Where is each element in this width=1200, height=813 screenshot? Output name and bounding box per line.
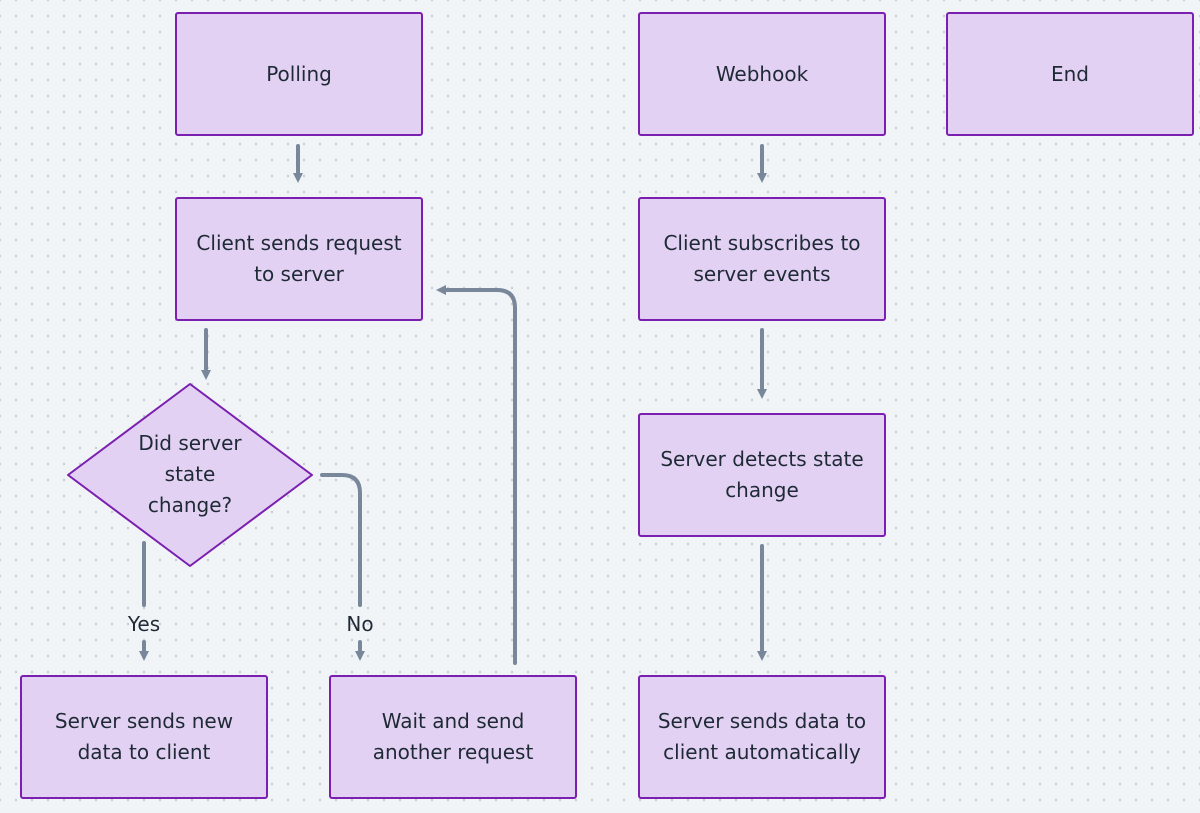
decision-diamond-label: Did server state change? <box>138 431 242 517</box>
node-server-sends-automatically[interactable]: Server sends data to client automaticall… <box>638 675 886 799</box>
node-end-label: End <box>1050 61 1089 86</box>
arrow-wait-loop-back <box>436 285 517 665</box>
node-server-sends-automatically-label: Server sends data to client automaticall… <box>657 709 867 764</box>
node-client-subscribes[interactable]: Client subscribes to server events <box>638 197 886 321</box>
node-end[interactable]: End <box>946 12 1194 136</box>
node-client-sends-request-label: Client sends request to server <box>196 231 402 286</box>
node-wait-and-send[interactable]: Wait and send another request <box>329 675 577 799</box>
node-server-detects-change[interactable]: Server detects state change <box>638 413 886 537</box>
node-wait-and-send-label: Wait and send another request <box>372 709 534 764</box>
node-webhook-label: Webhook <box>715 61 809 86</box>
arrow-decision-no <box>320 473 362 607</box>
node-webhook[interactable]: Webhook <box>638 12 886 136</box>
node-server-detects-change-label: Server detects state change <box>660 447 864 502</box>
edge-label-no: No <box>346 612 374 636</box>
node-server-sends-new-data[interactable]: Server sends new data to client <box>20 675 268 799</box>
node-server-sends-new-data-label: Server sends new data to client <box>54 709 234 764</box>
node-polling[interactable]: Polling <box>175 12 423 136</box>
node-client-sends-request[interactable]: Client sends request to server <box>175 197 423 321</box>
node-client-subscribes-label: Client subscribes to server events <box>663 231 861 286</box>
edge-label-yes: Yes <box>127 612 161 636</box>
node-polling-label: Polling <box>266 61 332 86</box>
